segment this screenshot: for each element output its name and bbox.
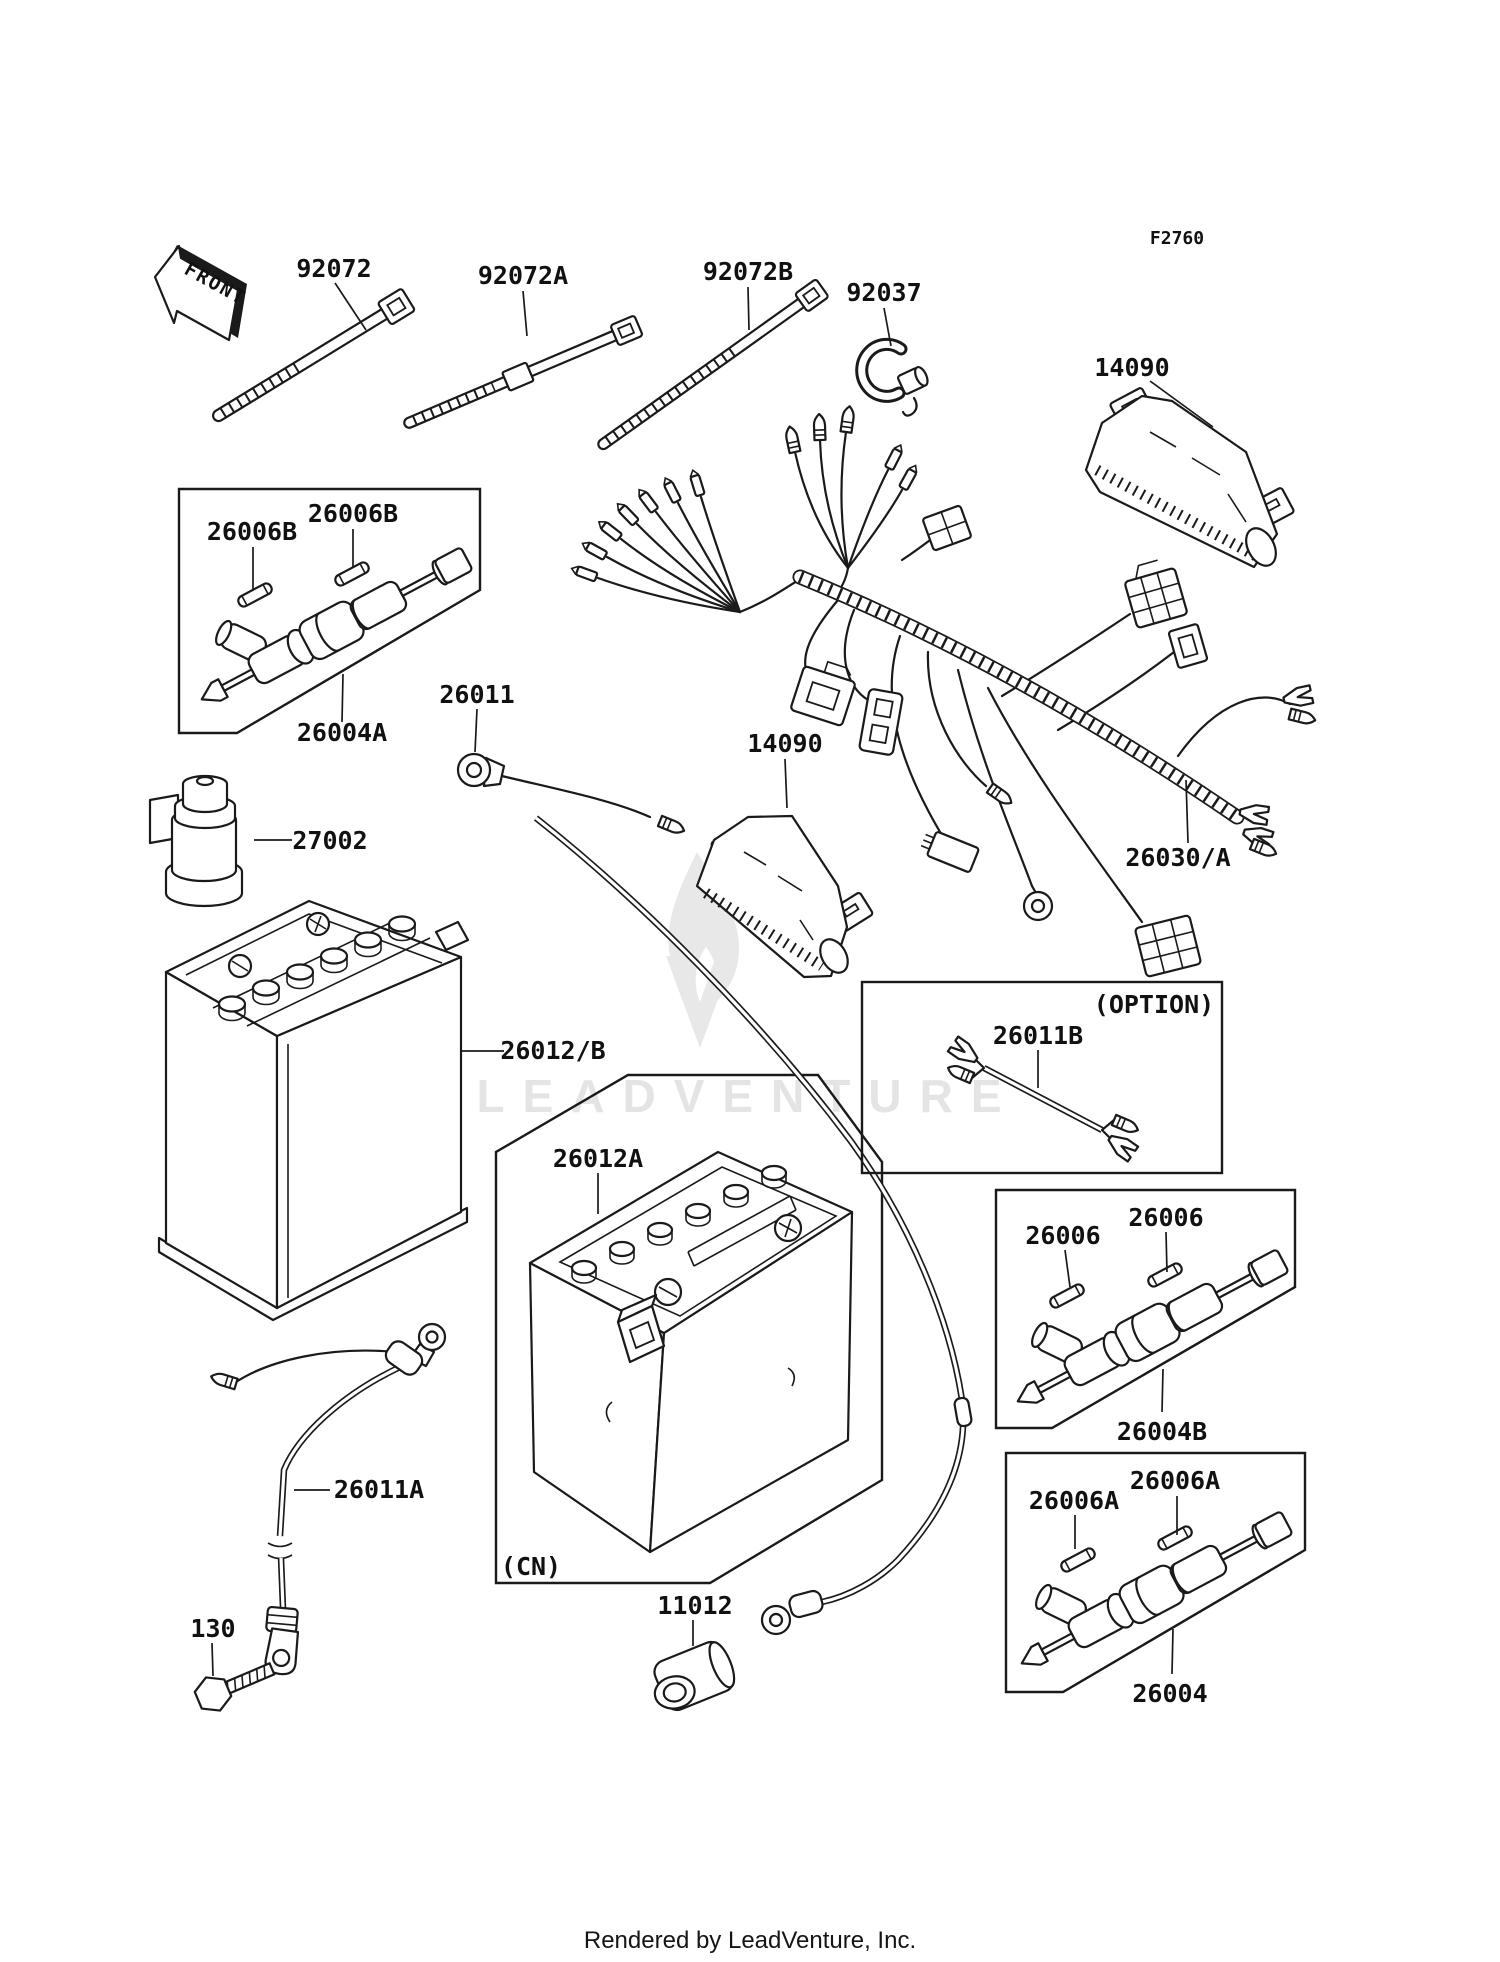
watermark-logo xyxy=(666,852,740,1048)
cable-tie-92072b-drawing xyxy=(597,278,829,451)
label-pin-26006b-2[interactable]: 26006B xyxy=(308,499,398,528)
label-pin-26006a-2[interactable]: 26006A xyxy=(1130,1466,1220,1495)
label-cover-14090-mid[interactable]: 14090 xyxy=(747,729,822,758)
label-harness-26030[interactable]: 26030/A xyxy=(1125,843,1230,872)
battery-26012a-box xyxy=(494,1073,884,1585)
clamp-92037-drawing xyxy=(855,337,929,417)
label-jumper-26011b[interactable]: 26011B xyxy=(993,1021,1083,1050)
harness-cover-14090-mid-drawing xyxy=(695,814,874,979)
label-wire-26011[interactable]: 26011 xyxy=(439,680,514,709)
fuse-kit-26004-box xyxy=(992,1451,1307,1694)
label-option-tag: (OPTION) xyxy=(1094,990,1214,1019)
label-fuse-26004a[interactable]: 26004A xyxy=(297,718,387,747)
label-pin-26006-1[interactable]: 26006 xyxy=(1025,1221,1100,1250)
starter-cable-drawing xyxy=(533,815,973,1636)
label-cap-11012[interactable]: 11012 xyxy=(657,1591,732,1620)
optional-jumper-26011b-box xyxy=(860,980,1224,1175)
label-pin-26006b-1[interactable]: 26006B xyxy=(207,517,297,546)
bolt-130-drawing xyxy=(193,1662,276,1712)
label-battery-26012b[interactable]: 26012/B xyxy=(500,1036,605,1065)
label-relay-27002[interactable]: 27002 xyxy=(292,826,367,855)
label-bolt-130[interactable]: 130 xyxy=(190,1614,235,1643)
label-fuse-26004b[interactable]: 26004B xyxy=(1117,1417,1207,1446)
label-pin-26006a-1[interactable]: 26006A xyxy=(1029,1486,1119,1515)
label-pin-26006-2[interactable]: 26006 xyxy=(1128,1203,1203,1232)
label-tie-92072a[interactable]: 92072A xyxy=(478,261,568,290)
terminal-cap-11012-drawing xyxy=(653,1640,736,1712)
footer-credit: Rendered by LeadVenture, Inc. xyxy=(584,1927,916,1954)
label-tie-92072[interactable]: 92072 xyxy=(296,254,371,283)
label-cable-26011a[interactable]: 26011A xyxy=(334,1475,424,1504)
label-tie-92072b[interactable]: 92072B xyxy=(703,257,793,286)
label-clamp-92037[interactable]: 92037 xyxy=(846,278,921,307)
label-battery-26012a[interactable]: 26012A xyxy=(553,1144,643,1173)
cable-tie-92072-drawing xyxy=(212,288,416,423)
label-fuse-26004[interactable]: 26004 xyxy=(1132,1679,1207,1708)
relay-27002-drawing xyxy=(148,774,244,908)
battery-26012b-drawing xyxy=(157,899,470,1322)
front-direction-arrow xyxy=(153,244,247,342)
main-harness-26030-drawing xyxy=(569,404,1318,978)
watermark-text: LEADVENTURE xyxy=(476,1070,1019,1122)
leader-lines xyxy=(211,282,1214,1677)
cable-tie-92072a-drawing xyxy=(403,315,643,429)
ground-wire-26011-drawing xyxy=(456,752,688,837)
fuse-kit-26004b-box xyxy=(988,1188,1297,1430)
figure-code: F2760 xyxy=(1150,228,1204,249)
label-cover-14090-top[interactable]: 14090 xyxy=(1094,353,1169,382)
battery-cable-26011a-drawing xyxy=(208,1322,447,1676)
label-cn-tag: (CN) xyxy=(501,1552,561,1581)
harness-cover-14090-top-drawing xyxy=(1084,387,1295,569)
fuse-kit-26004a-box xyxy=(172,487,482,735)
